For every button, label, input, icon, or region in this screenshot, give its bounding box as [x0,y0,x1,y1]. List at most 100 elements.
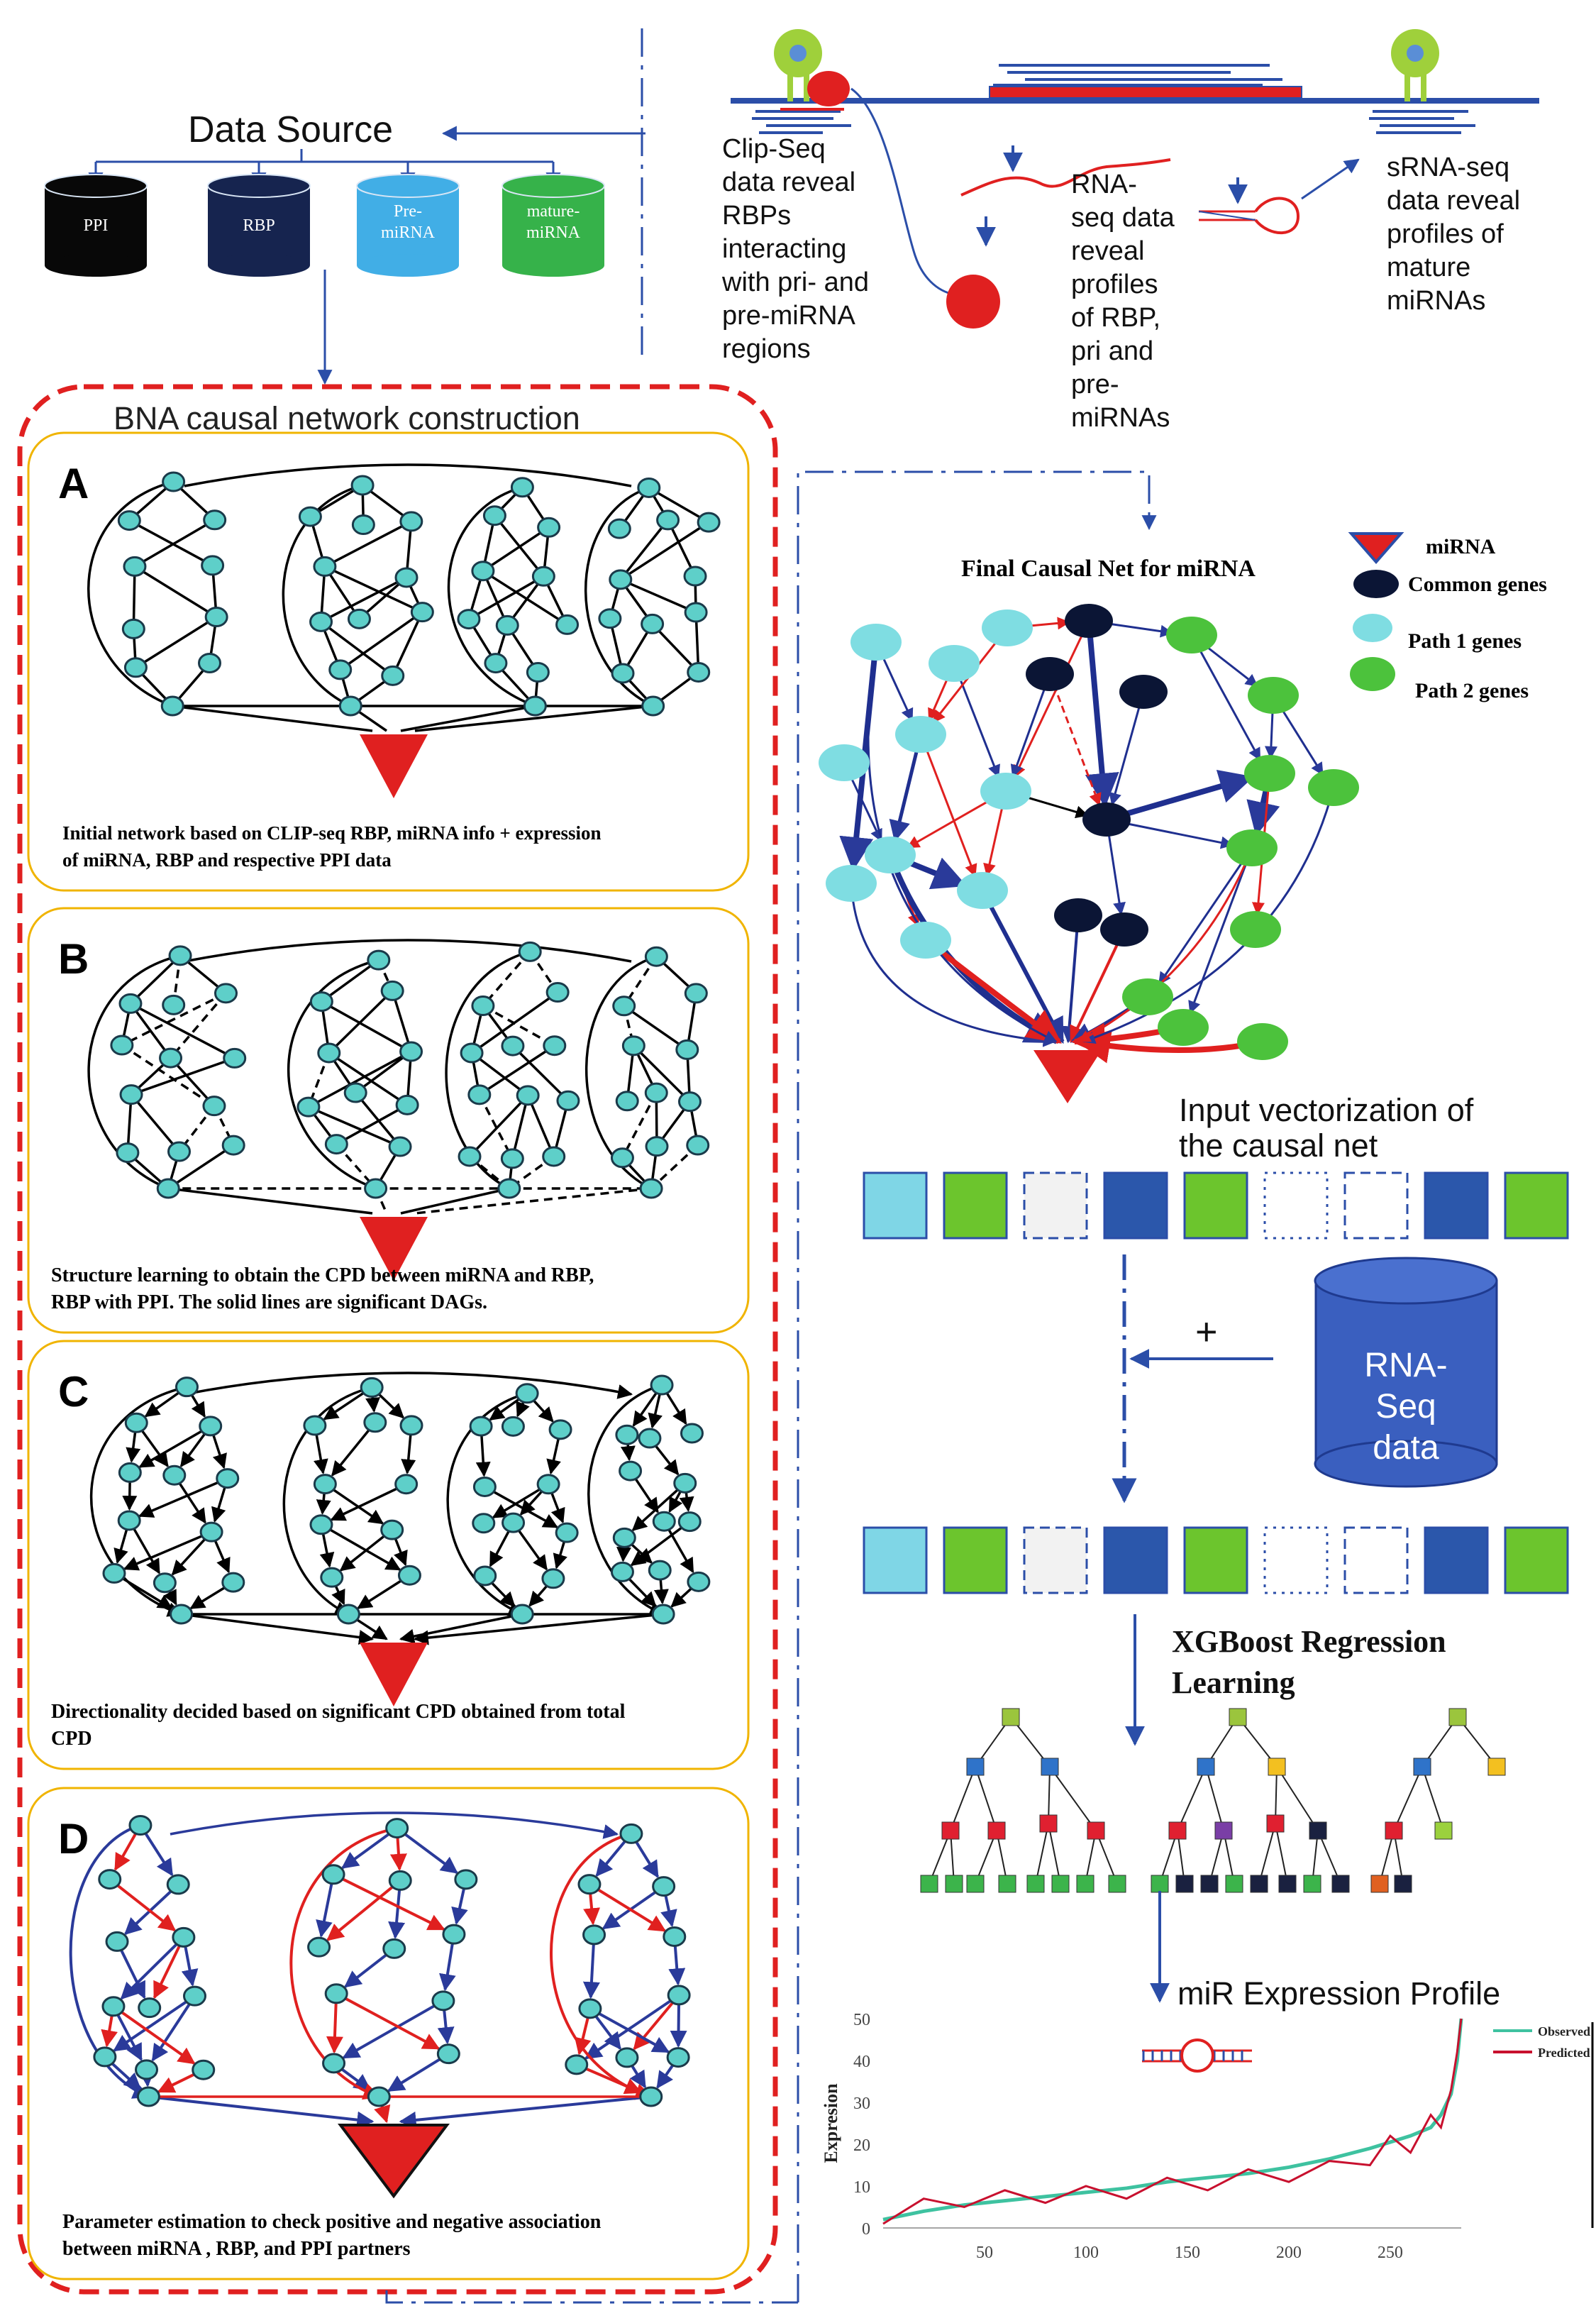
caption-line: the causal net [1179,1127,1378,1164]
read [759,131,823,134]
vector-cell [1343,1526,1409,1594]
gene-node [170,1604,194,1625]
path2-gene-node [1244,755,1295,792]
tree-node [1487,1758,1506,1776]
gene-node [677,1091,702,1113]
caption-line: reveal [1071,236,1145,266]
tree-node [1214,1821,1233,1840]
network-edge [482,526,550,573]
vector-cell [1504,1526,1569,1594]
gene-node [619,1460,643,1482]
gene-node [214,983,238,1004]
legend-item: Path 1 genes [1353,614,1522,653]
network-edge [184,463,632,487]
panel-border [27,1340,750,1770]
network-edge [478,1094,514,1159]
network-edge [494,514,545,578]
gene-node [124,1412,148,1433]
gene-node [651,1604,675,1625]
network-edge [511,1044,570,1102]
clip-curve [850,87,955,296]
gene-node [328,659,353,680]
gene-node [116,1142,140,1164]
data-source-title: Data Source [188,109,393,150]
path2-gene-node [1248,677,1299,714]
gene-node [501,1512,526,1533]
gene-node [615,1424,639,1445]
panel-caption-line: Parameter estimation to check positive a… [62,2211,602,2233]
network-edge [287,959,379,1190]
caption-line: pri and [1071,336,1153,366]
vector-cell [1103,1526,1168,1594]
gene-node [469,1416,493,1437]
network-edge [308,1105,401,1148]
read [1369,117,1454,120]
caption-line: XGBoost Regression [1172,1624,1446,1659]
gene-node [644,1082,668,1103]
read [752,117,833,120]
gene-node [351,514,375,536]
tree-node [1268,1758,1286,1776]
network-edge [468,1094,529,1158]
panel-border [27,431,750,892]
gene-node [677,1511,702,1533]
rbp-protein [807,71,850,106]
network-edge [400,705,536,732]
legend-label: Path 2 genes [1415,679,1529,702]
gene-node [367,2086,391,2107]
legend-mirna-marker [1348,532,1404,565]
right-frame [797,470,1157,2302]
srna-arrow [1301,158,1360,200]
legend-item: miRNA [1348,532,1496,565]
panel-network [69,1811,691,2199]
legend-item: Common genes [1353,570,1547,598]
path1-gene-node [819,744,870,781]
network-edge [134,565,218,619]
database-label: RBP [243,216,275,235]
tree-node [1175,1875,1194,1893]
gene-node [343,1082,367,1103]
causal-edge [867,641,1058,1043]
vector-cell [1183,1171,1248,1240]
panel-letter: A [58,460,89,507]
read [993,84,1263,87]
gene-node [683,566,707,587]
network-edge [151,1995,196,2062]
network-edge [308,1050,412,1108]
tree-node [1434,1821,1453,1840]
causal-edge [1190,634,1261,761]
tree-node [987,1821,1006,1840]
gene-node [666,2047,690,2068]
y-tick-label: 20 [853,2136,870,2155]
network-edge [633,1994,680,2051]
gene-node [360,1377,384,1398]
gene-node [182,1985,206,2007]
caption-line: pre- [1071,370,1119,399]
gene-node [385,1818,409,1839]
gene-node [473,1565,497,1587]
tree-node [1303,1875,1321,1893]
legend-label: Observed [1538,2024,1590,2039]
network-edge [138,1477,228,1518]
tree-edge [1035,1823,1049,1885]
network-edge [282,1386,372,1616]
gene-node [118,1462,142,1483]
panel-caption-line: between miRNA , RBP, and PPI partners [62,2238,411,2260]
path1-gene-node [982,609,1033,646]
panel-letter: C [58,1368,89,1416]
network-edge [549,1832,653,2100]
caption-line: regions [722,334,811,364]
bna-title: BNA causal network construction [113,400,580,436]
network-edge [184,939,632,963]
panel-caption-line: Structure learning to obtain the CPD bet… [51,1264,594,1286]
gene-node [472,1476,497,1497]
network-edge [324,520,412,568]
tree-node [941,1821,960,1840]
network-edge [582,1934,600,1999]
